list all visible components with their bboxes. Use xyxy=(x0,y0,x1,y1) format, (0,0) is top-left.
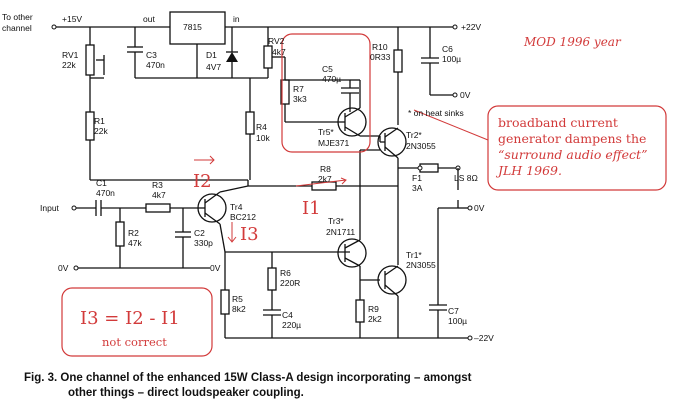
d1-ref: D1 xyxy=(206,50,217,60)
c3-ref: C3 xyxy=(146,50,157,60)
caption-line-1: Fig. 3. One channel of the enhanced 15W … xyxy=(24,372,472,384)
note-box xyxy=(487,105,667,191)
note-line-4: JLH 1969. xyxy=(495,163,562,178)
r10-ref: R10 xyxy=(372,42,388,52)
r3-ref: R3 xyxy=(152,180,163,190)
tr3-ref: Tr3* xyxy=(328,216,344,226)
c3-val: 470n xyxy=(146,60,165,70)
rv2-ref: RV2 xyxy=(268,36,285,46)
c2-ref: C2 xyxy=(194,228,205,238)
d1-val: 4V7 xyxy=(206,62,221,72)
note-line-2: generator dampens the xyxy=(498,131,646,146)
r4-val: 10k xyxy=(256,133,270,143)
not-correct-text: not correct xyxy=(102,335,167,349)
i2-label: I2 xyxy=(193,171,212,192)
reg-name-label: 7815 xyxy=(183,22,202,32)
caption-line-2: other things – direct loudspeaker coupli… xyxy=(68,387,304,399)
r8-ref: R8 xyxy=(320,164,331,174)
mje-highlight xyxy=(281,33,371,153)
c1-ref: C1 xyxy=(96,178,107,188)
tr3-val: 2N1711 xyxy=(326,227,355,237)
r9-val: 2k2 xyxy=(368,314,382,324)
r7-val: 3k3 xyxy=(293,94,307,104)
tr2-ref: Tr2* xyxy=(406,130,422,140)
plus15-label: +15V xyxy=(62,14,82,24)
tr2-val: 2N3055 xyxy=(406,141,436,151)
r10-val: 0R33 xyxy=(370,52,391,62)
r2-val: 47k xyxy=(128,238,142,248)
r1-val: 22k xyxy=(94,126,108,136)
c5-val: 470µ xyxy=(322,74,341,84)
note-line-1: broadband current xyxy=(498,115,618,130)
pointer-arrow xyxy=(413,109,489,141)
c1-val: 470n xyxy=(96,188,115,198)
formula-box xyxy=(61,287,213,357)
r2-ref: R2 xyxy=(128,228,139,238)
r3-val: 4k7 xyxy=(152,190,166,200)
neg-rail-label: –22V xyxy=(474,333,494,343)
i1-label: I1 xyxy=(302,198,321,219)
i2-arrow xyxy=(194,155,215,165)
wiring xyxy=(51,11,473,341)
input-label: Input xyxy=(40,203,60,213)
c4-val: 220µ xyxy=(282,320,301,330)
zero-in-label: 0V xyxy=(58,263,69,273)
note-line-3: “surround audio effect” xyxy=(498,147,647,162)
r9-ref: R9 xyxy=(368,304,379,314)
zero-mid-label: 0V xyxy=(210,263,221,273)
c4-ref: C4 xyxy=(282,310,293,320)
tr4-val: BC212 xyxy=(230,212,256,222)
to-other-line1: To other xyxy=(2,12,33,22)
formula-text: I3 = I2 - I1 xyxy=(80,308,180,329)
reg-out-label: out xyxy=(143,14,155,24)
c2-val: 330p xyxy=(194,238,213,248)
pos-rail-label: +22V xyxy=(461,22,481,32)
rv1-val: 22k xyxy=(62,60,76,70)
c6-ref: C6 xyxy=(442,44,453,54)
r4-ref: R4 xyxy=(256,122,267,132)
r5-val: 8k2 xyxy=(232,304,246,314)
fuse-ref: F1 xyxy=(412,173,422,183)
component-labels: To other channel +15V out 7815 in +22V 0… xyxy=(2,12,494,343)
r7-ref: R7 xyxy=(293,84,304,94)
heat-sink-note: * on heat sinks xyxy=(408,108,464,118)
r1-ref: R1 xyxy=(94,116,105,126)
r5-ref: R5 xyxy=(232,294,243,304)
r6-ref: R6 xyxy=(280,268,291,278)
rv2-val: 4k7 xyxy=(272,47,286,57)
tr4-ref: Tr4 xyxy=(230,202,243,212)
tr5-ref: Tr5* xyxy=(318,127,334,137)
to-other-line2: channel xyxy=(2,23,32,33)
tr5-val: MJE371 xyxy=(318,138,349,148)
c7-val: 100µ xyxy=(448,316,467,326)
tr1-val: 2N3055 xyxy=(406,260,436,270)
r6-val: 220R xyxy=(280,278,300,288)
i3-label: I3 xyxy=(240,224,259,245)
i3-arrow xyxy=(227,222,237,243)
mod-note: MOD 1996 year xyxy=(523,35,622,49)
i1-arrow xyxy=(295,177,347,187)
rv1-ref: RV1 xyxy=(62,50,79,60)
zero-top-label: 0V xyxy=(460,90,471,100)
tr1-ref: Tr1* xyxy=(406,250,422,260)
speaker-label: LS 8Ω xyxy=(454,173,478,183)
zero-out-label: 0V xyxy=(474,203,485,213)
reg-in-label: in xyxy=(233,14,240,24)
fuse-val: 3A xyxy=(412,183,423,193)
r8-val: 2k7 xyxy=(318,174,332,184)
c7-ref: C7 xyxy=(448,306,459,316)
c5-ref: C5 xyxy=(322,64,333,74)
c6-val: 100µ xyxy=(442,54,461,64)
